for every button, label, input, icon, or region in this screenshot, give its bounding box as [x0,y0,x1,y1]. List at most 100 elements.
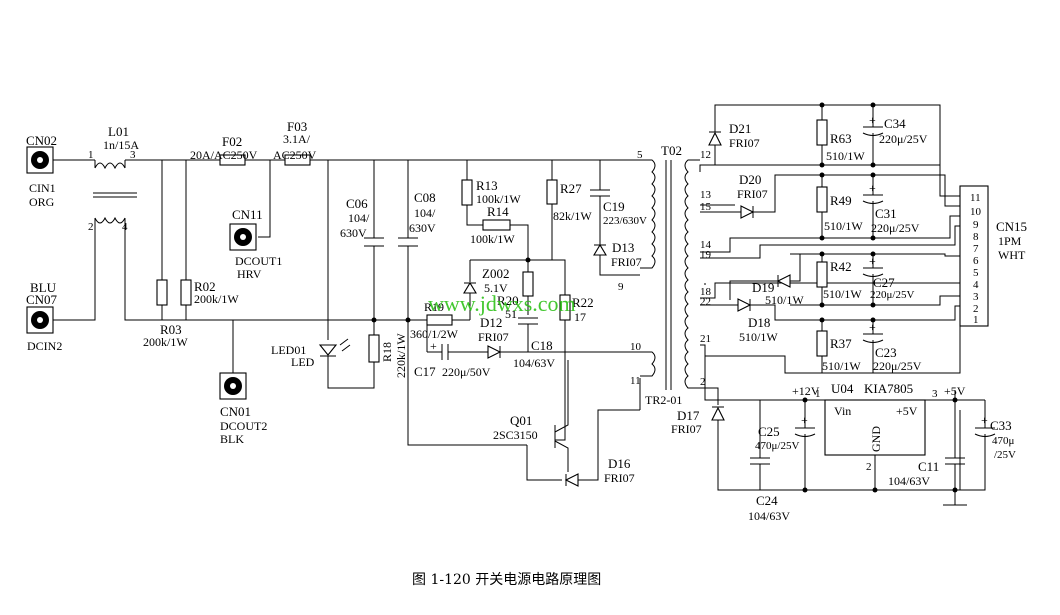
cn01-label1: DCOUT2 [220,419,267,433]
cn15-pin6: 6 [973,255,979,267]
c31-ref: C31 [875,206,897,221]
d21-ref: D21 [729,121,751,136]
c31-value: 220μ/25V [871,221,920,235]
led01-value: LED [291,355,315,369]
capacitor-c31: + C31 220μ/25V [862,175,920,238]
r14-value: 100k/1W [470,232,515,246]
l01-pin2: 2 [88,221,94,233]
svg-text:+: + [869,181,876,195]
diode-d16: D16 FRI07 [564,456,635,487]
led-led01: LED01 LED [271,338,351,369]
c23-value: 220μ/25V [873,359,922,373]
u04-vout-label: +5V [896,404,918,418]
capacitor-c23: + C23 220μ/25V [862,320,922,373]
svg-text:+: + [430,339,437,353]
choke-l01: L01 1n/15A 1 2 3 4 [88,124,139,233]
fuse-f02: F02 20A/AC250V [190,134,258,166]
c33-value2: /25V [994,449,1016,461]
cn15-pin4: 4 [973,279,979,291]
connector-cn01: CN01 DCOUT2 BLK [219,372,267,446]
capacitor-c27: + C27 220μ/25V [862,254,914,305]
q01-ref: Q01 [510,413,532,428]
d16-ref: D16 [608,456,631,471]
u04-ref: U04 [831,381,854,396]
r19-ref: R19 [424,300,444,314]
cn15-pin5: 5 [973,267,979,279]
diode-d20: D20 FRI07 [737,172,768,219]
cn02-ref: CN02 [26,133,57,148]
t02-subref: TR2-01 [645,393,682,407]
zener-z002: Z002 5.1V [463,260,509,320]
capacitor-c25: + C25 470μ/25V [755,400,816,490]
cn15-pin7: 7 [973,243,979,255]
z002-ref: Z002 [482,266,509,281]
capacitor-c19: C19 223/630V [590,189,647,227]
resistor-r02: R02 200k/1W [180,279,239,306]
u04-value: KIA7805 [864,381,913,396]
rail-12v-label: +12V [792,384,820,398]
resistor-r03: R03 200k/1W [143,279,188,349]
r22-value: 17 [574,310,586,324]
resistor-r20: R20 51 [497,260,534,321]
c25-value: 470μ/25V [755,440,799,452]
f02-value: 20A/AC250V [190,148,258,162]
c34-value: 220μ/25V [879,132,928,146]
cn15-pin1: 1 [973,314,979,326]
capacitor-c11: C11 104/63V [888,400,967,506]
f03-value2: AC250V [273,148,317,162]
capacitor-c18: C18 104/63V [513,317,555,370]
c25-ref: C25 [758,424,780,439]
watermark-text: www.jdwxs.com [428,291,576,316]
f03-ref: F03 [287,119,307,134]
figure-caption: 图 1-120 开关电源电路原理图 [412,572,601,588]
svg-text:+: + [869,320,876,334]
u04-vin-label: Vin [834,404,851,418]
t02-pin22: 22 [700,296,711,308]
cn07-ref: CN07 [26,292,58,307]
cn15-pin10: 10 [970,206,982,218]
cn07-label1: DCIN2 [27,339,62,353]
r03-ref: R03 [160,322,182,337]
l01-ref: L01 [108,124,129,139]
cn01-ref: CN01 [220,404,251,419]
f03-value1: 3.1A/ [283,132,311,146]
t02-pin19: 19 [700,249,712,261]
f02-ref: F02 [222,134,242,149]
r02-value: 200k/1W [194,292,239,306]
d12-ref: D12 [480,315,502,330]
l01-pin1: 1 [88,149,94,161]
cn02-label2: ORG [29,195,55,209]
u04-pin1: 1 [815,388,821,400]
t02-ref: T02 [661,143,682,158]
connector-cn15: 11 10 9 8 7 6 5 4 3 2 1 CN15 1PM WHT [959,185,1027,327]
r20-value: 51 [505,307,517,321]
led01-ref: LED01 [271,343,306,357]
c19-ref: C19 [603,199,625,214]
c27-value: 220μ/25V [870,289,914,301]
resistor-r14: R14 100k/1W [470,204,515,246]
u04-gnd-label: GND [869,426,883,452]
cn15-ref: CN15 [996,219,1027,234]
t02-pin9: 9 [618,281,624,293]
d21-value: FRI07 [729,136,760,150]
u04-pin3: 3 [932,388,938,400]
resistor-r63: R63 510/1W [816,105,865,165]
r02-ref: R02 [194,279,216,294]
capacitor-c24: C24 104/63V [748,400,790,523]
diode-d19: D19 510/1W [752,274,804,307]
r22-ref: R22 [572,295,594,310]
t02-pin18: 18 [700,286,712,298]
c23-ref: C23 [875,345,897,360]
diode-d21: D21 FRI07 [708,121,760,150]
diode-d17: D17 FRI07 [671,406,725,436]
resistor-r22: R22 17 [559,294,594,324]
d18-value: 510/1W [739,330,778,344]
r13-value: 100k/1W [476,192,521,206]
cn01-label2: BLK [220,432,244,446]
cn15-pin2: 2 [973,303,979,315]
cn15-pin8: 8 [973,231,979,243]
cn15-pin9: 9 [973,219,979,231]
r18-ref: R18 [380,342,394,362]
cn11-label1: DCOUT1 [235,254,282,268]
c33-value1: 470μ [992,435,1015,447]
